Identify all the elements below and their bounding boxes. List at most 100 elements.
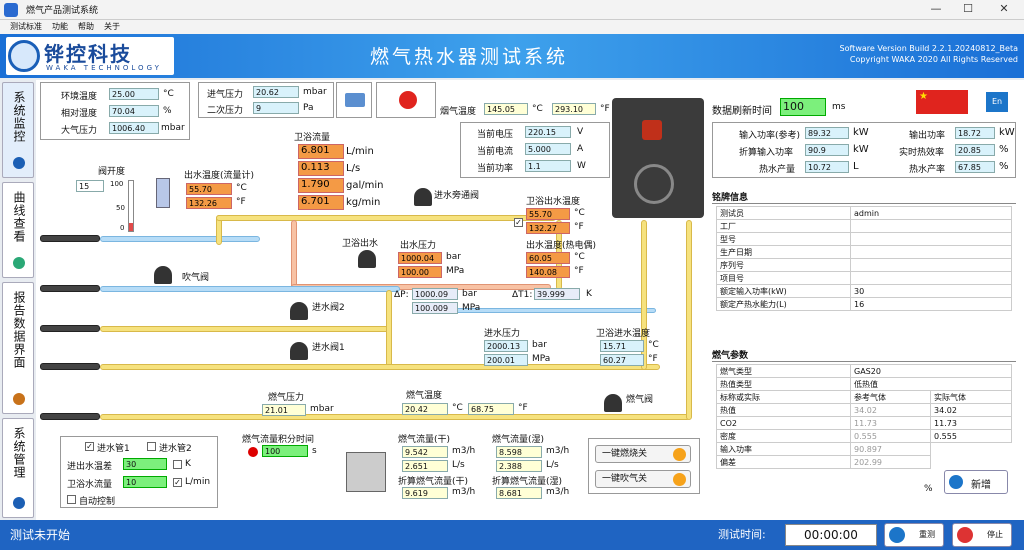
bath-water-valve-icon[interactable] — [358, 250, 376, 268]
out-press-bar-unit: bar — [446, 252, 461, 262]
sidebar-item-curves[interactable]: 曲线查看 — [2, 182, 34, 278]
param-actual[interactable]: 11.73 — [930, 416, 1012, 430]
nameplate-value[interactable] — [850, 271, 1012, 285]
hotwater-rate-field: 67.85 — [955, 161, 995, 173]
menu-help[interactable]: 帮助 — [78, 22, 94, 31]
inlet1-valve-icon[interactable] — [290, 342, 308, 360]
voltage-field: 220.15 — [525, 126, 571, 138]
app-title: 燃气热水器测试系统 — [370, 46, 569, 68]
gas-wet-ls-field: 2.388 — [496, 460, 542, 472]
valve-tick-50: 50 — [116, 204, 125, 212]
gas-type-select[interactable]: GAS20 — [850, 364, 1012, 378]
retest-button[interactable]: 重测 — [884, 523, 944, 547]
burn-off-button[interactable]: 一键燃烧关 — [595, 445, 691, 463]
hotwater-unit: L — [853, 161, 859, 172]
bath-flow-label: 卫浴流量 — [294, 133, 331, 143]
nameplate-value[interactable]: 16 — [850, 297, 1012, 311]
blow-off-button[interactable]: 一键吹气关 — [595, 470, 691, 488]
param-actual[interactable]: 34.02 — [930, 403, 1012, 417]
nameplate-value[interactable]: 30 — [850, 284, 1012, 298]
auto-control-label: 自动控制 — [79, 497, 116, 507]
in-temp-c-unit: °C — [648, 340, 659, 350]
gas-cwet-label: 折算燃气流量(湿) — [492, 477, 563, 487]
riser-pipe — [386, 290, 392, 370]
env-temp-label: 环境温度 — [61, 92, 98, 102]
valve-open-field[interactable]: 15 — [76, 180, 104, 192]
nameplate-value[interactable] — [850, 245, 1012, 259]
param-actual[interactable]: 0.555 — [930, 429, 1012, 443]
nameplate-value[interactable] — [850, 232, 1012, 246]
nameplate-title: 铭牌信息 — [712, 190, 1016, 204]
auto-control-checkbox[interactable] — [67, 495, 76, 504]
ctrl-flow-field[interactable]: 10 — [123, 476, 167, 488]
nameplate-value[interactable] — [850, 219, 1012, 233]
blow-valve-icon[interactable] — [154, 266, 172, 284]
menu-function[interactable]: 功能 — [52, 22, 68, 31]
close-button[interactable]: ✕ — [999, 2, 1009, 15]
pipe1-checkbox[interactable]: ✓ — [85, 442, 94, 451]
sidebar-item-monitor[interactable]: 系统监控 — [2, 82, 34, 178]
efficiency-field: 20.85 — [955, 144, 995, 156]
out-tc-f-unit: °F — [574, 266, 584, 276]
bypass-valve-icon[interactable] — [414, 188, 432, 206]
china-flag-icon[interactable]: ★ — [916, 90, 968, 114]
refresh-field[interactable]: 100 — [780, 98, 826, 116]
maximize-button[interactable]: ☐ — [963, 2, 973, 15]
gas-p1-field: 20.62 — [253, 86, 299, 98]
gas-valve-label: 燃气阀 — [626, 395, 654, 405]
bath-out-checkbox[interactable]: ✓ — [514, 218, 523, 227]
nameplate-value[interactable] — [850, 258, 1012, 272]
pipe2-checkbox[interactable] — [147, 442, 156, 451]
valve-gauge — [128, 180, 134, 232]
input-power-label: 输入功率 — [716, 442, 851, 456]
stop-button[interactable]: 停止 — [952, 523, 1012, 547]
flue-f-unit: °F — [600, 104, 610, 114]
conv-power-unit: kW — [853, 144, 869, 155]
blow-indicator-icon — [673, 473, 686, 486]
gas-temp-label: 燃气温度 — [406, 391, 443, 401]
gas-dry-m3h-unit: m3/h — [452, 446, 476, 456]
sidebar-item-admin[interactable]: 系统管理 — [2, 418, 34, 518]
gas-valve-icon[interactable] — [604, 394, 622, 412]
bypass-valve-label: 进水旁通阀 — [434, 191, 480, 201]
sidebar-item-report[interactable]: 报告数据界面 — [2, 282, 34, 414]
power-button[interactable] — [376, 82, 436, 118]
heater-inlet-pipe — [641, 220, 647, 370]
calc-button[interactable] — [336, 82, 372, 118]
menu-about[interactable]: 关于 — [104, 22, 120, 31]
ctrl-dt-field[interactable]: 30 — [123, 458, 167, 470]
add-button[interactable]: 新增 — [944, 470, 1008, 494]
menu-standard[interactable]: 测试标准 — [10, 22, 42, 31]
heat-type-select[interactable]: 低热值 — [850, 377, 1012, 391]
gas-meter-icon — [346, 452, 386, 492]
gas-int-field[interactable]: 100 — [262, 445, 308, 457]
gas-wet-ls-unit: L/s — [546, 460, 559, 470]
logo-emblem — [8, 40, 40, 72]
dp-mpa-field: 100.009 — [412, 302, 458, 314]
table-row: 额定产热水能力(L)16 — [716, 297, 1012, 311]
dt-label: ΔT1: — [512, 290, 533, 300]
inlet2-valve-icon[interactable] — [290, 302, 308, 320]
table-row: 生产日期 — [716, 245, 1012, 259]
monitor-icon — [13, 157, 25, 169]
ctrl-dt-checkbox[interactable] — [173, 460, 182, 469]
gas-dry-m3h-field: 9.542 — [402, 446, 448, 458]
inlet1-valve-label: 进水阀1 — [312, 343, 345, 353]
env-press-field: 1006.40 — [109, 122, 159, 134]
valve-actuator-icon — [156, 178, 170, 208]
english-lang-button[interactable]: En — [986, 92, 1008, 112]
pipe1-label: 进水管1 — [97, 444, 130, 454]
title-bar: 燃气产品测试系统 — ☐ ✕ — [0, 0, 1024, 20]
blow-off-label: 一键吹气关 — [602, 474, 648, 484]
nameplate-value[interactable]: admin — [850, 206, 1012, 220]
outlet-temp-c-field: 55.70 — [186, 183, 232, 195]
minimize-button[interactable]: — — [930, 2, 942, 15]
test-timer: 00:00:00 — [785, 524, 877, 546]
outlet-hot-pipe — [291, 220, 297, 290]
ctrl-flow-checkbox[interactable]: ✓ — [173, 478, 182, 487]
out-tc-c-field: 60.05 — [526, 252, 570, 264]
out-press-label: 出水压力 — [400, 241, 437, 251]
gas-temp-f-field: 68.75 — [468, 403, 514, 415]
dp-bar-field: 1000.09 — [412, 288, 458, 300]
